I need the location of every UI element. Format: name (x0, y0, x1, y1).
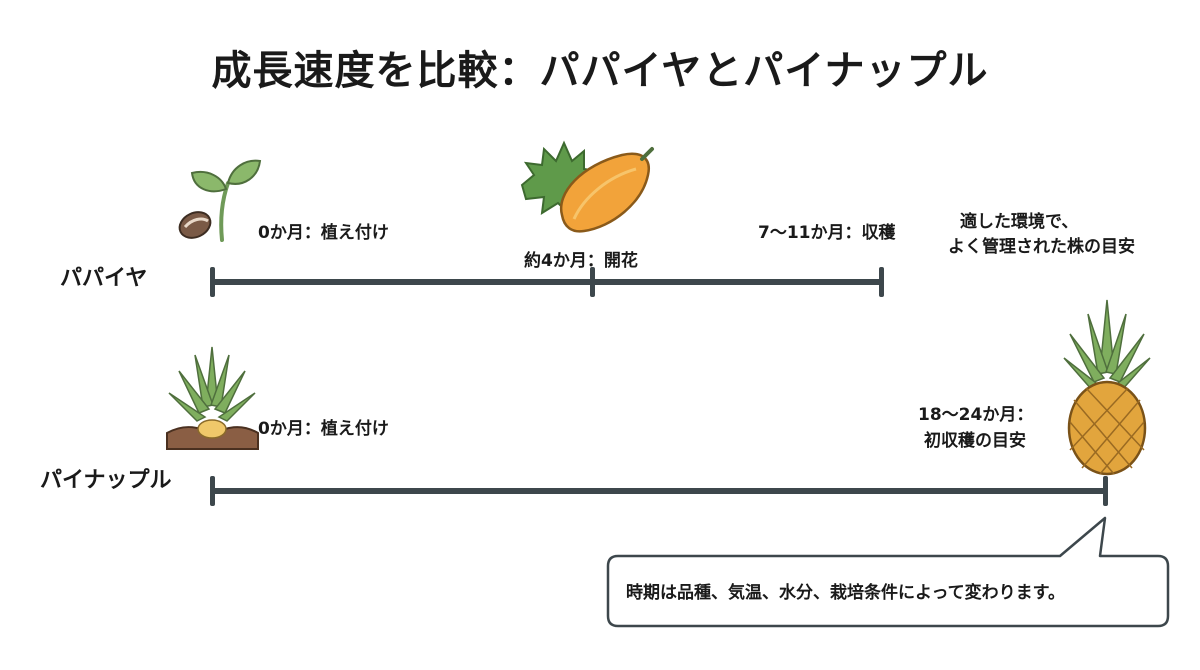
pineapple-milestone-planting: 0か月：植え付け (258, 419, 389, 439)
pineapple-fruit-icon (1063, 299, 1151, 476)
papaya-tick-0 (210, 267, 215, 297)
papaya-note-line-1: 適した環境で、 (960, 212, 1079, 232)
pineapple-milestone-harvest-line-1: 18〜24か月： (918, 405, 1034, 425)
callout-bubble (606, 516, 1170, 628)
papaya-milestone-flowering: 約4か月：開花 (524, 251, 638, 271)
seedling-icon (178, 159, 262, 242)
papaya-tick-4 (590, 267, 595, 297)
papaya-note-line-2: よく管理された株の目安 (948, 237, 1135, 257)
papaya-row-label: パパイヤ (60, 266, 148, 291)
pineapple-tick-24 (1103, 476, 1108, 506)
papaya-fruit-icon (520, 140, 654, 233)
papaya-tick-11 (879, 267, 884, 297)
page-title: 成長速度を比較：パパイヤとパイナップル (211, 48, 989, 94)
pineapple-crown-icon (166, 346, 259, 450)
papaya-milestone-harvest: 7〜11か月：収穫 (758, 223, 896, 243)
pineapple-milestone-harvest-line-2: 初収穫の目安 (924, 431, 1026, 451)
pineapple-row-label: パイナップル (40, 468, 172, 493)
papaya-milestone-planting: 0か月：植え付け (258, 223, 389, 243)
pineapple-timeline-bar (212, 488, 1108, 494)
pineapple-tick-0 (210, 476, 215, 506)
papaya-timeline-bar (212, 279, 884, 285)
callout-text: 時期は品種、気温、水分、栽培条件によって変わります。 (626, 583, 1065, 603)
